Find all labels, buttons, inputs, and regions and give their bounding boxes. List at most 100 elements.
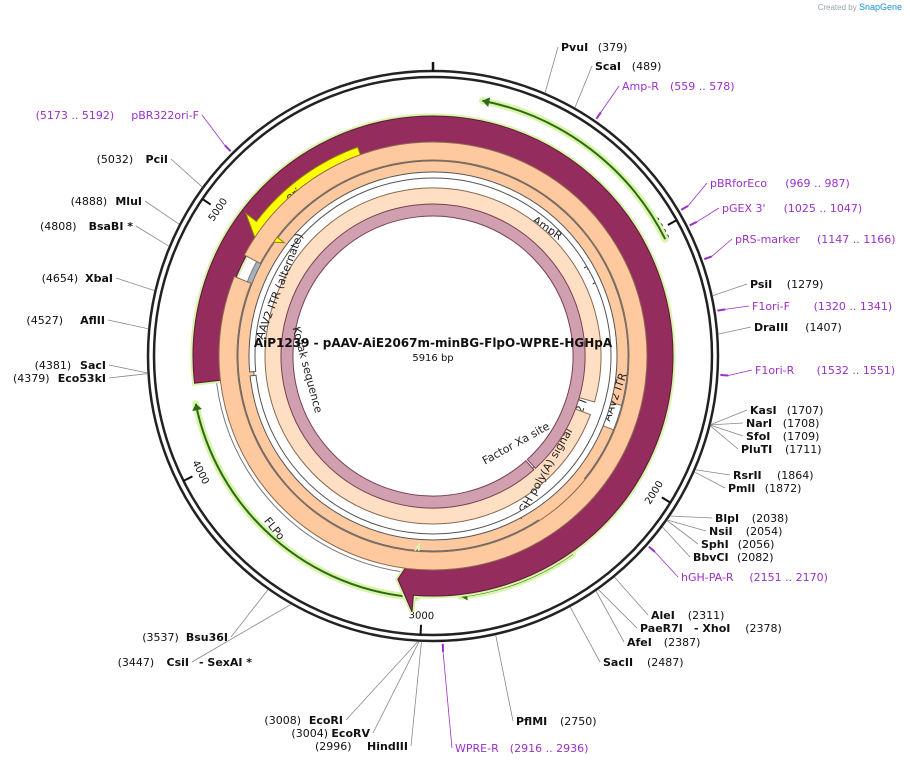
primer[interactable]: Amp-R(559 .. 578) [595, 80, 735, 120]
site-leader-line [614, 576, 649, 616]
tick-label: 3000 [408, 610, 434, 622]
primer-range: (1532 .. 1551) [817, 364, 896, 377]
primer[interactable]: hGH-PA-R(2151 .. 2170) [648, 545, 828, 584]
primer-name: hGH-PA-R [681, 571, 734, 584]
site-name: SfoI [746, 430, 770, 443]
restriction-site[interactable]: PvuI(379) [544, 41, 627, 93]
restriction-site[interactable]: XbaI(4654) [42, 272, 155, 292]
site-position: (2750) [560, 715, 597, 728]
site-leader-line [135, 225, 170, 247]
site-position: (2056) [738, 538, 775, 551]
primer[interactable]: F1ori-R (1532 .. 1551) [720, 364, 895, 377]
primer-mark [224, 144, 232, 152]
primer-mark [648, 545, 656, 553]
snapgene-logo: SnapGene [858, 2, 902, 12]
restriction-site[interactable]: KasI(1707) [710, 404, 824, 425]
tick-mark [201, 198, 212, 206]
restriction-site[interactable]: BsaBI *(4808) [40, 220, 170, 247]
primer[interactable]: pBR322ori-F(5173 .. 5192) [36, 109, 232, 152]
site-position: (1407) [805, 321, 842, 334]
primer-leader-line [725, 305, 750, 310]
primer-name: F1ori-R [755, 364, 795, 377]
site-leader-line [345, 641, 419, 721]
site-leader-line [372, 641, 420, 734]
site-position: (2487) [647, 656, 684, 669]
site-name: PciI [146, 153, 168, 166]
restriction-site[interactable]: PciI(5032) [97, 153, 203, 188]
primer-name: F1ori-F [752, 300, 790, 313]
restriction-site[interactable]: Bsu36I(3537) [142, 589, 269, 644]
restriction-site[interactable]: NsiI(2054) [667, 519, 782, 538]
restriction-site[interactable]: - XhoI(2378) [694, 622, 782, 635]
restriction-site[interactable]: SfoI (1709) [710, 424, 820, 443]
restriction-site[interactable]: DraIII(1407) [718, 321, 842, 335]
site-position: (4527) [26, 314, 63, 327]
restriction-site[interactable]: AflII(4527) [26, 314, 149, 330]
primer-name: WPRE-R [455, 742, 499, 755]
restriction-site[interactable]: SphI(2056) [666, 520, 775, 551]
restriction-site[interactable]: BbvCI(2082) [662, 526, 774, 564]
orf-arrow [194, 403, 418, 599]
site-position: (4888) [71, 195, 108, 208]
site-name: EcoRI [309, 714, 343, 727]
restriction-site[interactable]: RsrII(1864) [695, 469, 814, 482]
site-position: (3008) [264, 714, 301, 727]
site-position: (2082) [737, 551, 774, 564]
site-name: SacI [80, 359, 106, 372]
site-leader-line [107, 319, 149, 330]
primer-leader-line [654, 551, 679, 578]
primer-mark [680, 204, 689, 211]
restriction-site[interactable]: PflMI(2750) [495, 634, 597, 728]
restriction-site[interactable]: SacII(2487) [569, 606, 684, 669]
restriction-site[interactable]: BlpI(2038) [670, 512, 788, 525]
restriction-site[interactable]: CsiI (3447) [118, 603, 292, 669]
primer-leader-line [442, 651, 453, 749]
restriction-site[interactable]: NarI(1708) [710, 417, 820, 430]
site-name: PaeR7I [640, 622, 683, 635]
restriction-site[interactable]: MluI(4888) [71, 195, 180, 225]
site-position: (4381) [35, 359, 72, 372]
site-position: (4808) [40, 220, 77, 233]
site-name: PmlI [728, 482, 755, 495]
site-leader-line [191, 603, 292, 663]
restriction-site[interactable]: SacI (4381) [35, 359, 148, 374]
site-leader-line [597, 589, 638, 629]
primer-mark [689, 220, 698, 227]
restriction-site[interactable]: EcoRI (3008) [264, 641, 419, 727]
primer[interactable]: pBRforEco(969 .. 987) [680, 177, 850, 211]
site-position: (3004) [291, 727, 328, 740]
restriction-site[interactable]: - SexAI * [199, 656, 252, 669]
restriction-site[interactable]: EcoRV(3004) [291, 641, 420, 740]
primer-range: (1147 .. 1166) [817, 233, 896, 246]
primer[interactable]: pGEX 3'(1025 .. 1047) [689, 202, 862, 227]
plasmid-title: AiP1239 - pAAV-AiE2067m-minBG-FlpO-WPRE-… [254, 336, 613, 350]
site-name: Eco53kI [58, 372, 106, 385]
primer-name: pBRforEco [710, 177, 767, 190]
feature-kozak [248, 171, 618, 541]
restriction-site[interactable]: PluTI(1711) [710, 425, 822, 456]
site-position: (1709) [783, 430, 820, 443]
primer[interactable]: pRS-marker(1147 .. 1166) [703, 233, 896, 261]
site-leader-line [574, 65, 593, 108]
site-name: - XhoI [694, 622, 730, 635]
restriction-site[interactable]: Eco53kI(4379) [13, 372, 148, 385]
site-position: (3447) [118, 656, 155, 669]
site-position: (489) [632, 60, 662, 73]
restriction-site[interactable]: AfeI(2387) [595, 590, 700, 649]
site-name: HindIII [367, 740, 408, 753]
restriction-site[interactable]: PsiI(1279) [712, 278, 824, 297]
site-position: (1279) [787, 278, 824, 291]
site-position: (4654) [42, 272, 79, 285]
tick-label: 2000 [643, 479, 666, 506]
plasmid-length: 5916 bp [412, 353, 453, 364]
restriction-site[interactable]: HindIII(2996) [315, 641, 422, 753]
primer[interactable]: WPRE-R(2916 .. 2936) [441, 643, 589, 755]
site-name: CsiI [167, 656, 189, 669]
primer[interactable]: F1ori-F(1320 .. 1341) [717, 300, 892, 313]
site-leader-line [230, 589, 269, 638]
restriction-site[interactable]: PaeR7I [597, 589, 683, 635]
restriction-site[interactable]: AleI(2311) [614, 576, 724, 622]
restriction-site[interactable]: ScaI(489) [574, 60, 662, 108]
restriction-site[interactable]: PmlI(1872) [694, 471, 801, 495]
site-leader-line [718, 326, 752, 335]
